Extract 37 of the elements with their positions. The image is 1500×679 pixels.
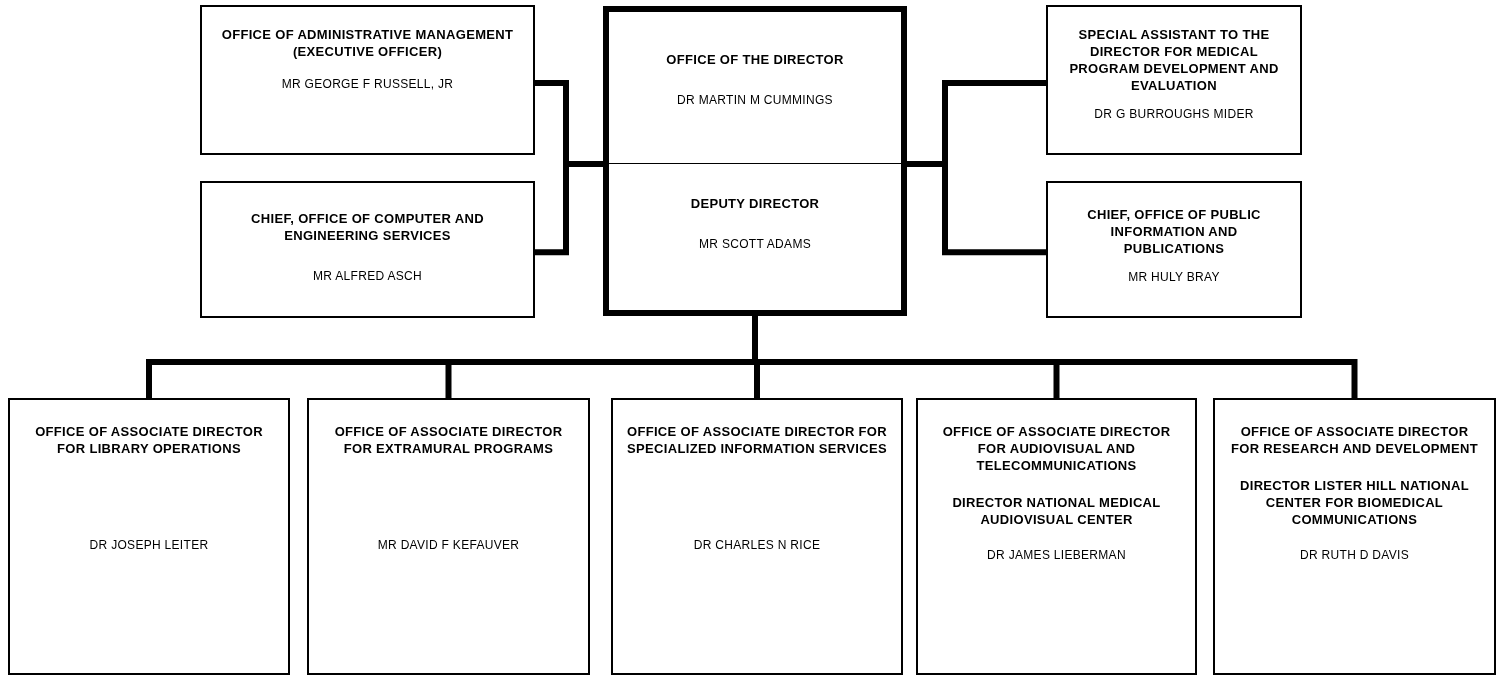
person-name: DR G BURROUGHS MIDER [1094, 106, 1254, 122]
office-title: CHIEF, OFFICE OF COMPUTER AND ENGINEERING SERVICES [250, 211, 485, 245]
office-title: OFFICE OF ASSOCIATE DIRECTOR FOR AUDIOVISUAL AND TELECOMMUNICATIONS [941, 424, 1172, 475]
org-box [1046, 181, 1302, 318]
person-name: DR MARTIN M CUMMINGS [677, 92, 833, 108]
office-title: OFFICE OF ASSOCIATE DIRECTOR FOR LIBRARY OPERATIONS [34, 424, 264, 458]
person-name: MR SCOTT ADAMS [699, 236, 811, 252]
person-name: MR ALFRED ASCH [313, 268, 422, 284]
org-box [603, 164, 907, 316]
connector-line [907, 161, 1046, 256]
office-title: CHIEF, OFFICE OF PUBLIC INFORMATION AND PUBLICATIONS [1086, 207, 1262, 258]
office-title: OFFICE OF ASSOCIATE DIRECTOR FOR SPECIALIZED INFORMATION SERVICES [625, 424, 889, 458]
office-title: OFFICE OF THE DIRECTOR [666, 52, 844, 69]
org-box [916, 398, 1197, 675]
office-title: OFFICE OF ASSOCIATE DIRECTOR FOR RESEARCH AND DEVELOPMENT [1230, 424, 1479, 458]
office-title: DEPUTY DIRECTOR [690, 196, 820, 213]
office-title: DIRECTOR LISTER HILL NATIONAL CENTER FOR BIOMEDICAL COMMUNICATIONS [1239, 477, 1470, 529]
office-title: DIRECTOR NATIONAL MEDICAL AUDIOVISUAL CENTER [951, 494, 1162, 529]
person-name: DR JAMES LIEBERMAN [987, 548, 1126, 564]
org-box [8, 398, 290, 675]
person-name: DR JOSEPH LEITER [89, 537, 209, 553]
org-box [307, 398, 590, 675]
org-box [200, 5, 535, 155]
org-box [1046, 5, 1302, 155]
org-box [603, 6, 907, 164]
person-name: MR DAVID F KEFAUVER [377, 537, 520, 553]
person-name: MR GEORGE F RUSSELL, JR [281, 76, 454, 92]
person-name: DR RUTH D DAVIS [1300, 548, 1409, 564]
office-title: OFFICE OF ASSOCIATE DIRECTOR FOR EXTRAMURAL PROGRAMS [333, 424, 564, 458]
office-title: SPECIAL ASSISTANT TO THE DIRECTOR FOR MEDICAL PROGRAM DEVELOPMENT AND EVALUATION [1068, 27, 1280, 95]
org-box [200, 181, 535, 318]
connector-line [535, 161, 603, 256]
org-box [611, 398, 903, 675]
office-title: OFFICE OF ADMINISTRATIVE MANAGEMENT (EXECUTIVE OFFICER) [220, 27, 515, 61]
org-box [1213, 398, 1496, 675]
person-name: MR HULY BRAY [1128, 269, 1220, 285]
person-name: DR CHARLES N RICE [693, 537, 821, 553]
